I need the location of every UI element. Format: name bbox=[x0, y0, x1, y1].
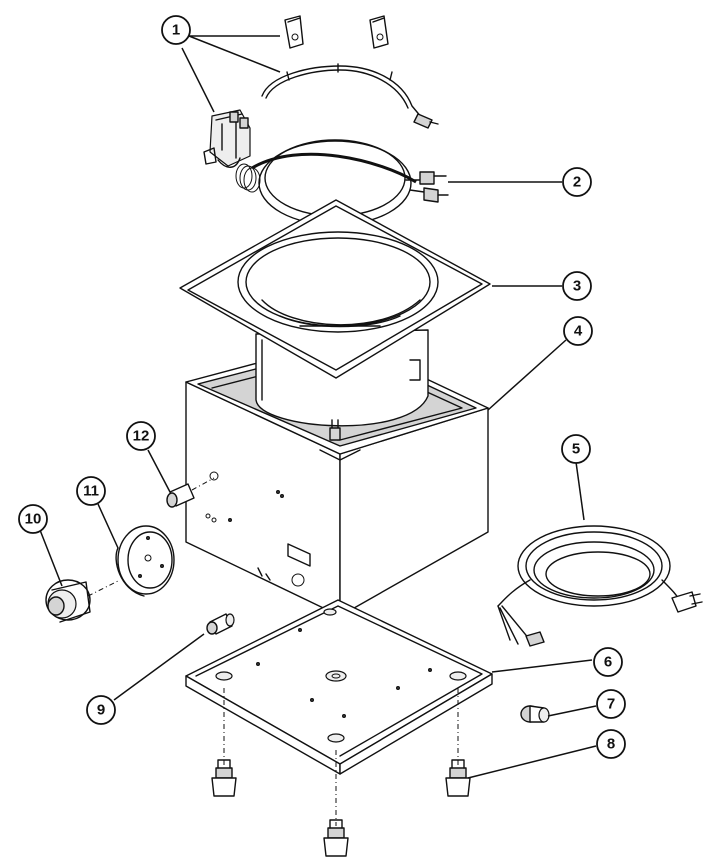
callout-12-label: 12 bbox=[133, 428, 150, 445]
callout-10-label: 10 bbox=[25, 511, 42, 528]
foot-left bbox=[211, 759, 237, 797]
callout-6: 6 bbox=[593, 647, 623, 677]
callout-12: 12 bbox=[126, 421, 156, 451]
callout-8-label: 8 bbox=[607, 736, 615, 753]
callout-1: 1 bbox=[161, 15, 191, 45]
callout-5: 5 bbox=[561, 434, 591, 464]
thermostat-bulb-wire bbox=[261, 63, 439, 129]
cord-plug bbox=[661, 579, 703, 613]
callout-4: 4 bbox=[563, 316, 593, 346]
part-5-power-cord bbox=[497, 525, 703, 647]
part-1-thermostat-assembly bbox=[203, 15, 439, 193]
callout-7-label: 7 bbox=[607, 696, 615, 713]
part-8-feet bbox=[211, 688, 471, 857]
part-12-fitting bbox=[166, 477, 215, 508]
element-terminals bbox=[419, 171, 449, 203]
mounting-clip-left bbox=[284, 15, 304, 49]
capillary-coil bbox=[235, 152, 417, 193]
part-7-bushing bbox=[520, 705, 550, 723]
mounting-clip-right bbox=[369, 15, 389, 49]
foot-right bbox=[445, 759, 471, 797]
callout-5-label: 5 bbox=[572, 441, 580, 458]
callout-9: 9 bbox=[86, 695, 116, 725]
callout-4-label: 4 bbox=[574, 323, 583, 340]
part-10-control-knob bbox=[45, 579, 121, 623]
callout-8: 8 bbox=[596, 729, 626, 759]
callout-11: 11 bbox=[76, 476, 106, 506]
callout-2: 2 bbox=[562, 167, 592, 197]
callout-2-label: 2 bbox=[573, 174, 581, 191]
part-3-well-pan bbox=[179, 199, 491, 441]
part-11-dial-plate bbox=[115, 525, 175, 597]
callout-7: 7 bbox=[596, 689, 626, 719]
part-2-heating-element bbox=[258, 139, 449, 226]
thermostat-body bbox=[203, 109, 251, 168]
callout-9-label: 9 bbox=[97, 702, 105, 719]
callout-6-label: 6 bbox=[604, 654, 612, 671]
callout-3-label: 3 bbox=[573, 278, 581, 295]
leader-lines bbox=[39, 35, 597, 779]
callout-11-label: 11 bbox=[83, 483, 99, 500]
foot-center bbox=[323, 819, 349, 857]
cabinet-holes bbox=[205, 471, 311, 587]
part-9-pilot-light bbox=[206, 613, 235, 635]
callout-3: 3 bbox=[562, 271, 592, 301]
base-plate-feet-slots bbox=[215, 608, 467, 743]
callout-10: 10 bbox=[18, 504, 48, 534]
callout-1-label: 1 bbox=[172, 22, 180, 39]
